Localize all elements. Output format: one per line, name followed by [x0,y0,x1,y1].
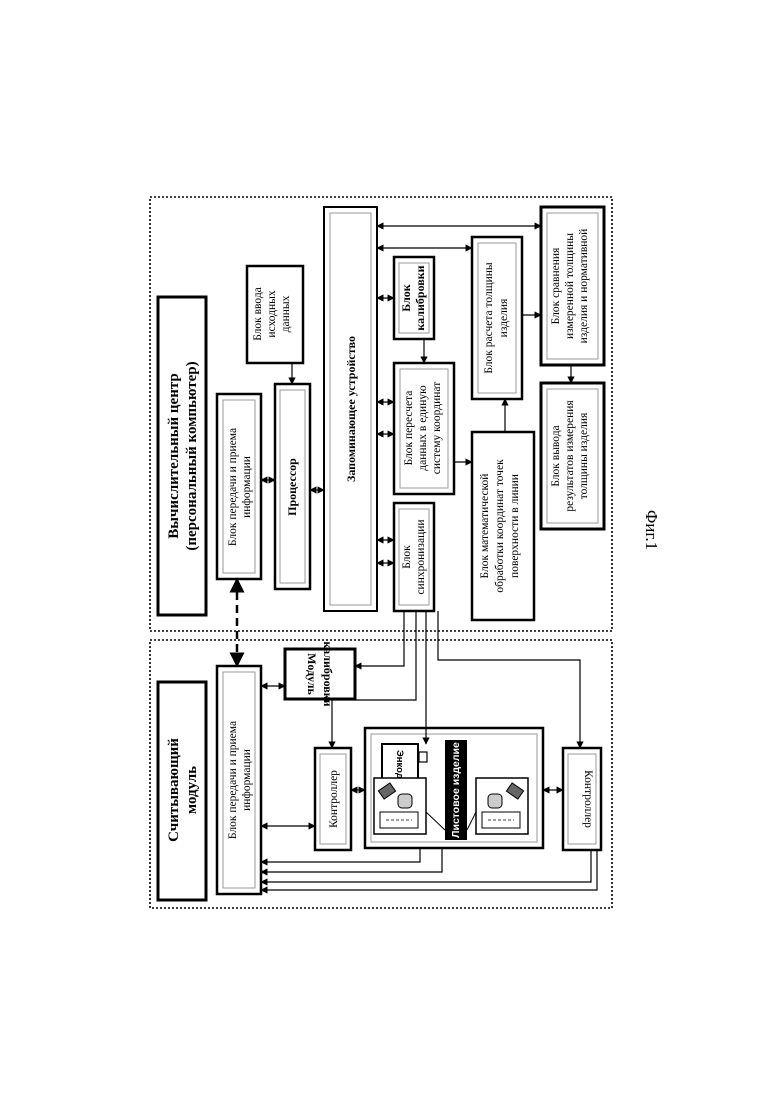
svg-text:Запоминающее устройство: Запоминающее устройство [344,336,358,482]
reader-comm-block: Блок передачи и приема информации [217,666,261,894]
svg-text:Контроллер: Контроллер [582,770,594,828]
output-block: Блок вывода результатов измерения толщин… [541,383,604,529]
svg-text:систему координат: систему координат [431,382,443,475]
svg-text:Блок пересчета: Блок пересчета [403,391,415,466]
svg-text:Блок математической: Блок математической [479,474,491,579]
computing-center-title: Вычислительный центр (персональный компь… [158,297,206,615]
svg-text:Считывающий: Считывающий [166,738,182,842]
svg-text:Блок: Блок [401,545,413,569]
svg-text:поверхности в линии: поверхности в линии [509,474,521,578]
svg-text:результатов измерения: результатов измерения [564,400,576,512]
math-processing-block: Блок математической обработки координат … [472,432,534,620]
comparison-block: Блок сравнения измеренной толщины издели… [541,207,604,365]
svg-text:Блок расчета толщины: Блок расчета толщины [483,262,495,374]
controller-bottom: Контроллер [563,748,601,850]
svg-text:исходных: исходных [266,290,278,338]
svg-text:Листовое изделие: Листовое изделие [450,742,462,838]
svg-text:изделия: изделия [498,298,510,337]
calibration-block: Блок калибровки [394,257,434,339]
controller-top: Контроллер [315,748,351,850]
svg-text:калибровки: калибровки [413,265,427,330]
sync-block: Блок синхронизации [394,503,434,611]
svg-text:Блок ввода: Блок ввода [252,287,264,341]
svg-text:обработки координат точек: обработки координат точек [494,459,506,593]
sheet-product: Листовое изделие [445,740,467,840]
thickness-calculation-block: Блок расчета толщины изделия [472,237,522,399]
calibration-module: Модуль калибровки [285,641,355,706]
computer-comm-block: Блок передачи и приема информации [217,394,261,579]
recalculation-block: Блок пересчета данных в единую систему к… [394,363,454,494]
svg-text:модуль: модуль [184,766,200,814]
svg-text:информации: информации [241,456,253,518]
processor-block: Процессор [275,384,310,589]
laser-sensor-icon [476,778,528,834]
reading-module-title: Считывающий модуль [158,682,206,900]
input-data-block: Блок ввода исходных данных [247,266,303,363]
svg-text:(персональный компьютер): (персональный компьютер) [184,361,200,550]
svg-text:Процессор: Процессор [285,458,299,516]
svg-text:синхронизации: синхронизации [415,519,427,594]
svg-text:данных в единую: данных в единую [417,385,429,471]
figure-caption: Фиг.1 [642,510,661,550]
svg-text:измеренной толщины: измеренной толщины [564,233,576,339]
svg-text:Модуль: Модуль [305,653,319,695]
svg-text:Контроллер: Контроллер [328,770,340,828]
svg-text:Блок передачи и приема: Блок передачи и приема [227,721,239,839]
svg-text:толщины изделия: толщины изделия [578,412,590,499]
laser-sensor-icon [374,778,426,834]
svg-text:изделия и нормативной: изделия и нормативной [578,229,590,344]
memory-device-block: Запоминающее устройство [324,207,377,611]
svg-text:калибровки: калибровки [321,641,335,706]
svg-text:Блок сравнения: Блок сравнения [550,247,562,324]
svg-text:Блок вывода: Блок вывода [550,425,562,486]
svg-text:информации: информации [241,749,253,811]
measuring-unit: Энкодер Листовое изделие [365,728,543,848]
svg-text:Блок передачи и приема: Блок передачи и приема [227,428,239,546]
svg-text:Вычислительный центр: Вычислительный центр [166,373,182,539]
svg-text:данных: данных [280,295,292,332]
svg-text:Блок: Блок [399,284,413,312]
